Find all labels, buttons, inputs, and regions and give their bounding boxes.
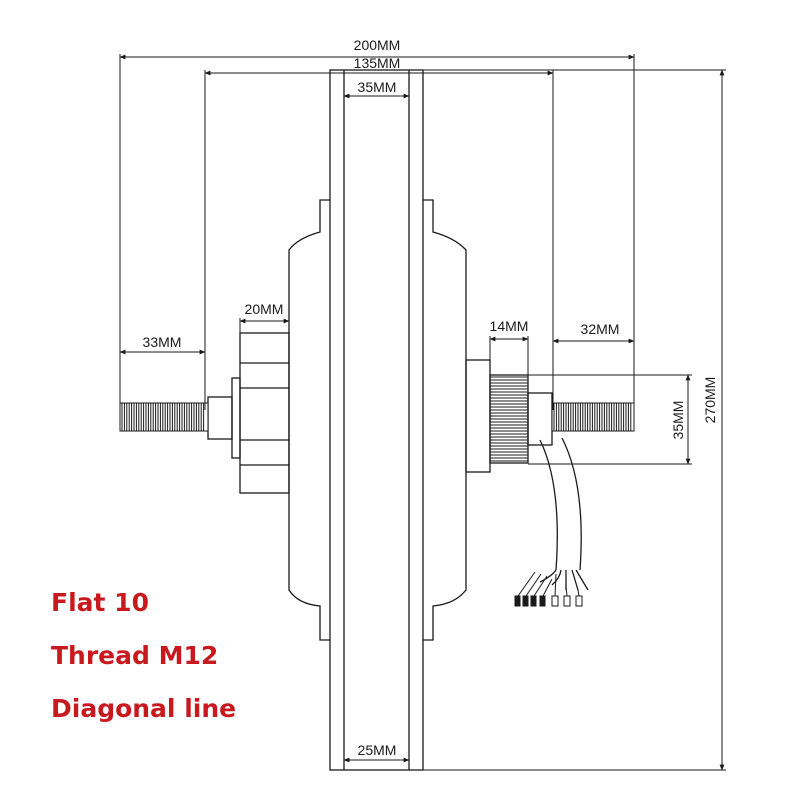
label-32mm: 32MM	[581, 321, 620, 337]
label-135mm: 135MM	[354, 55, 401, 71]
right-axle-thread	[551, 402, 635, 432]
label-25mm-bottom: 25MM	[358, 742, 397, 758]
note-flat: Flat 10	[51, 588, 149, 617]
label-20mm: 20MM	[245, 301, 284, 317]
left-spacer	[207, 396, 233, 440]
cable	[539, 437, 582, 571]
label-33mm: 33MM	[143, 334, 182, 350]
left-nut	[239, 332, 290, 494]
right-hub-shell	[423, 199, 467, 641]
left-axle-thread	[119, 402, 209, 432]
label-35mm-top: 35MM	[358, 79, 397, 95]
note-thread: Thread M12	[51, 641, 219, 670]
label-14mm: 14MM	[490, 318, 529, 334]
right-washer	[527, 392, 553, 446]
label-200mm: 200MM	[354, 37, 401, 53]
left-washer	[231, 377, 241, 459]
right-collar	[465, 359, 491, 473]
left-hub-shell	[288, 199, 330, 641]
collar-thread	[490, 376, 528, 462]
cable-connectors	[514, 571, 583, 607]
label-270mm: 270MM	[702, 377, 718, 424]
note-diagonal: Diagonal line	[51, 694, 237, 723]
label-35mm-vertical: 35MM	[670, 401, 686, 440]
rim	[329, 69, 424, 771]
